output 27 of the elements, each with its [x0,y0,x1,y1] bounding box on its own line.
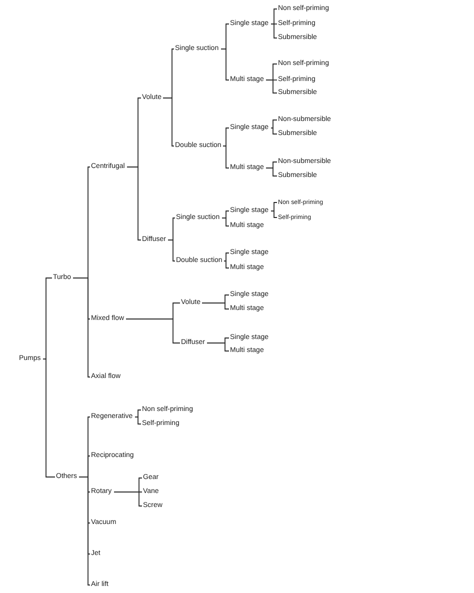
connector-line [162,98,174,146]
connector-line [266,168,278,176]
connector-line [72,278,90,378]
connector-line [42,278,52,360]
connector-line [222,218,230,226]
connector-line [134,416,142,424]
connector-line [206,342,230,352]
connector-line [126,318,180,344]
connector-line [114,492,142,506]
connector-line [224,252,230,262]
connector-line [134,410,142,418]
connector-line [222,128,230,146]
connector-line [270,120,278,128]
connector-line [168,240,176,262]
connector-line [42,358,56,478]
connector-line [78,476,90,586]
connector-line [266,80,278,94]
connector-line [202,302,230,310]
connector-line [270,24,278,38]
connector-line [222,146,230,168]
connector-line [126,166,142,240]
connector-line [220,48,230,80]
connector-line [270,128,278,134]
connector-line [224,260,230,268]
connector-line [270,210,278,218]
connector-line [270,8,278,24]
connector-line [270,202,278,212]
